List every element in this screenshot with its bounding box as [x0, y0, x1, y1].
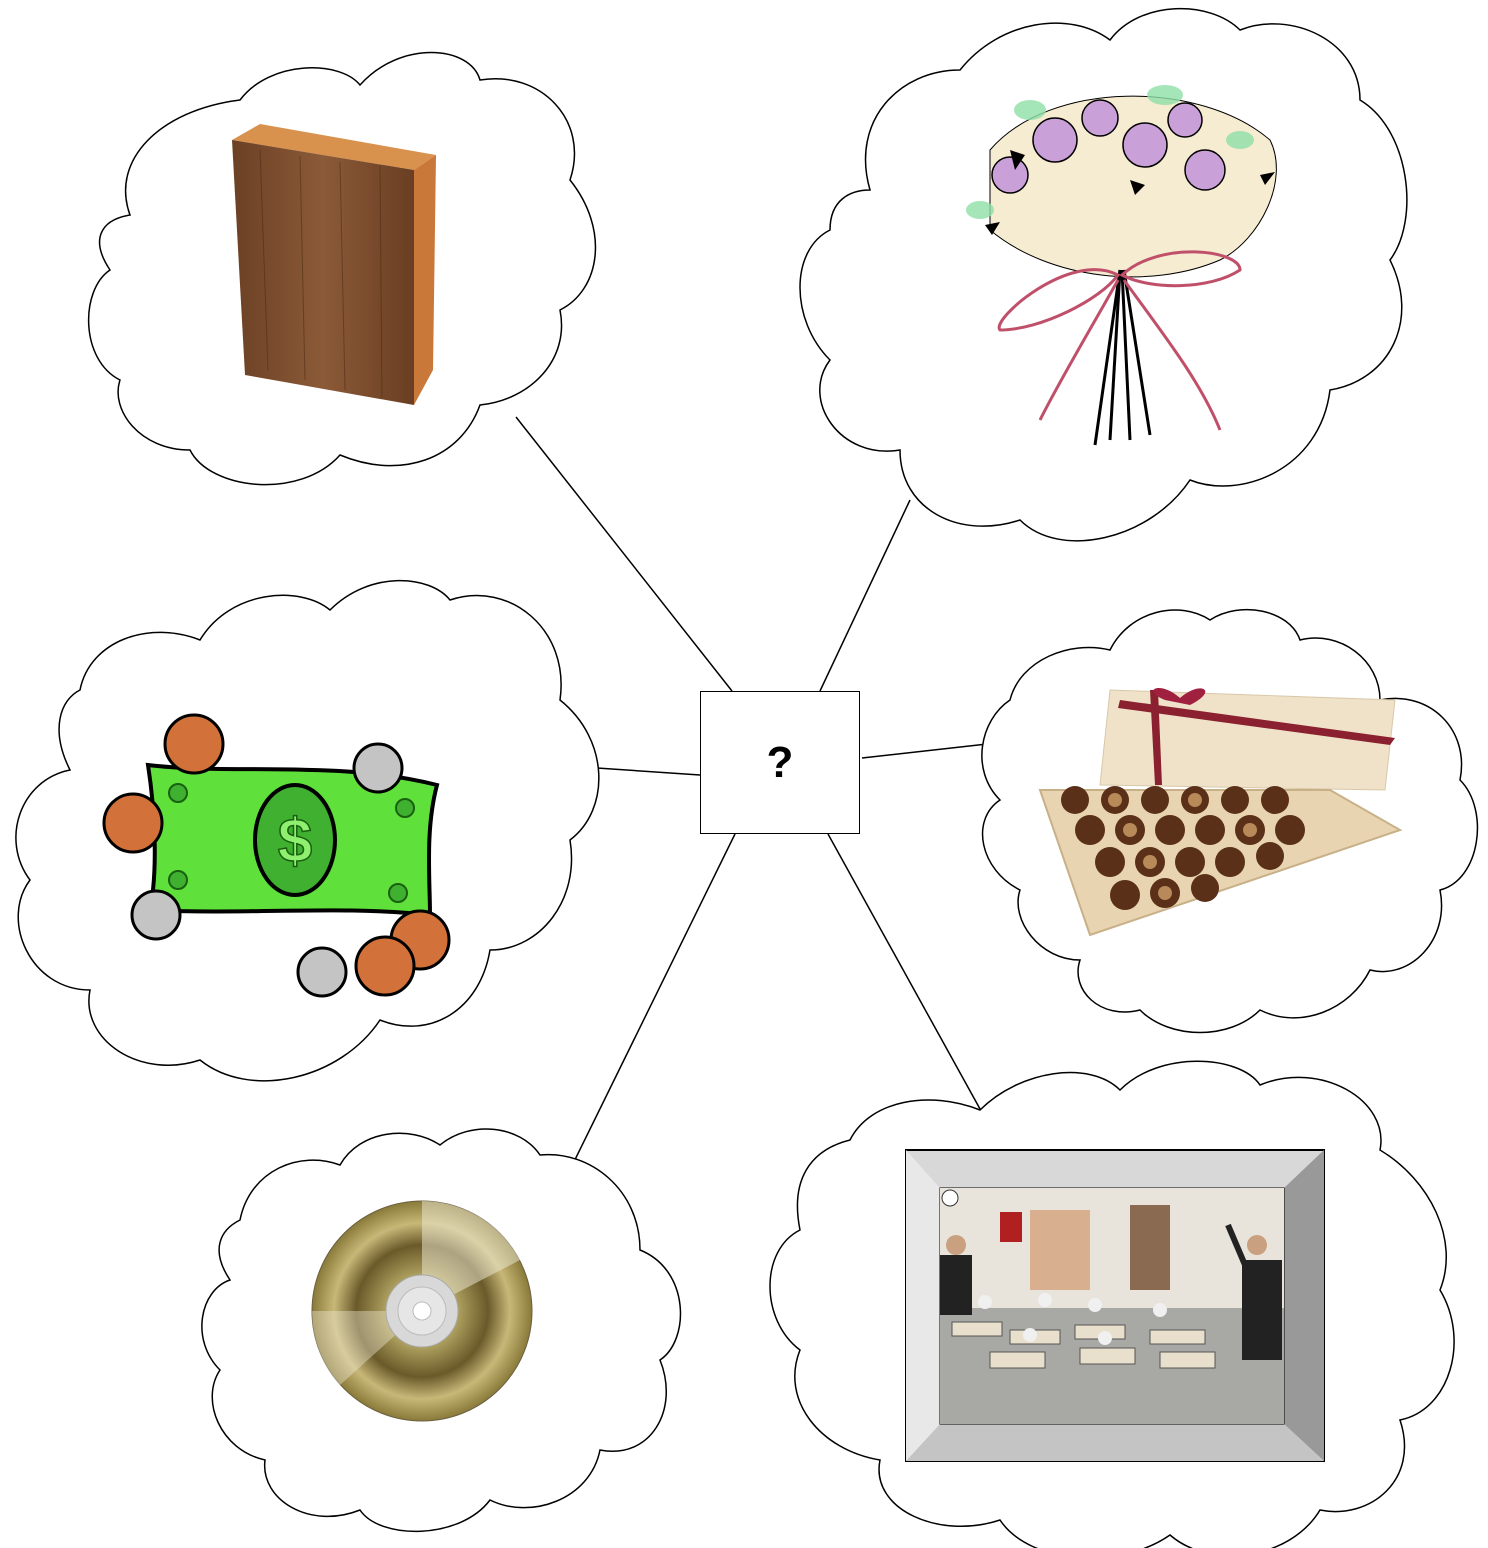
center-question-label: ? [766, 737, 794, 787]
connector-money [581, 766, 701, 776]
chocolate-box-icon [1038, 688, 1403, 937]
connector-chocolates [861, 741, 1006, 759]
classroom-photo-icon [905, 1149, 1325, 1462]
center-question-box: ? [700, 691, 860, 834]
cd-disc-icon [311, 1200, 533, 1422]
money-icon: $ [102, 713, 451, 998]
connector-classroom [827, 833, 986, 1119]
connector-cd [564, 833, 736, 1181]
book-icon [232, 124, 436, 405]
flower-bouquet-icon [966, 85, 1277, 446]
connector-book [515, 416, 733, 692]
connector-flowers [819, 499, 911, 692]
connector-lines [515, 416, 1006, 1181]
svg-text:$: $ [278, 807, 312, 876]
